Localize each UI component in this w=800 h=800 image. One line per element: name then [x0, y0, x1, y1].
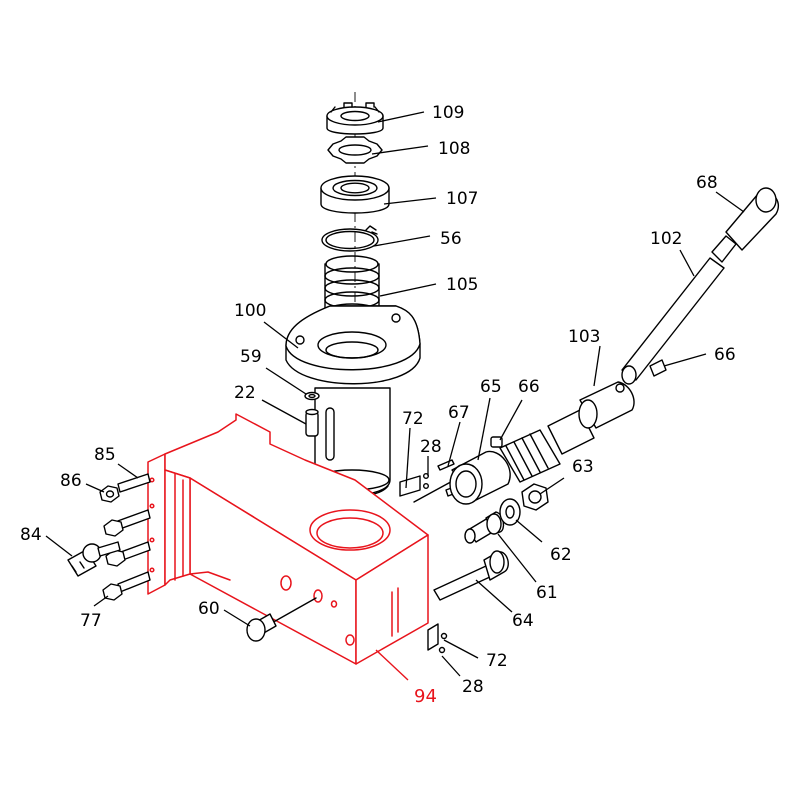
- part-72-plate-lower[interactable]: [427, 623, 439, 651]
- label-77: 77: [80, 611, 102, 631]
- label-28-upper: 28: [420, 437, 442, 457]
- part-85-screw[interactable]: [117, 473, 151, 493]
- leader-lines: [45, 111, 745, 681]
- part-77-screw[interactable]: [102, 571, 151, 601]
- label-60: 60: [198, 599, 220, 619]
- part-72-plate-upper[interactable]: [399, 475, 421, 497]
- label-66-handle: 66: [714, 345, 736, 365]
- part-63-nut[interactable]: [521, 483, 549, 511]
- part-68-knob[interactable]: [725, 187, 779, 251]
- label-102: 102: [650, 229, 682, 249]
- label-100: 100: [234, 301, 266, 321]
- part-66-screw-handle[interactable]: [649, 359, 667, 377]
- label-94: 94: [414, 686, 437, 707]
- part-102-handle-rod[interactable]: [621, 235, 737, 385]
- label-63: 63: [572, 457, 594, 477]
- part-59-washer[interactable]: [304, 391, 320, 401]
- label-28-lower: 28: [462, 677, 484, 697]
- label-85: 85: [94, 445, 116, 465]
- label-66-gear: 66: [518, 377, 540, 397]
- label-72-lower: 72: [486, 651, 508, 671]
- label-59: 59: [240, 347, 262, 367]
- part-109-lock-nut[interactable]: [326, 102, 384, 135]
- label-105: 105: [446, 275, 478, 295]
- label-72-upper: 72: [402, 409, 424, 429]
- part-64-long-bolt[interactable]: [433, 550, 509, 601]
- part-65-gear-collar[interactable]: [449, 450, 511, 505]
- part-61-pin[interactable]: [464, 511, 505, 544]
- label-64: 64: [512, 611, 534, 631]
- part-66-screw-gear[interactable]: [490, 436, 503, 448]
- label-65: 65: [480, 377, 502, 397]
- label-109: 109: [432, 103, 464, 123]
- part-22-bolt[interactable]: [305, 408, 319, 437]
- label-61: 61: [536, 583, 558, 603]
- label-56: 56: [440, 229, 462, 249]
- fitting-screw-upper[interactable]: [103, 509, 151, 537]
- fitting-screw-middle[interactable]: [105, 541, 151, 567]
- label-67: 67: [448, 403, 470, 423]
- part-94-main-body[interactable]: [147, 413, 429, 665]
- label-62: 62: [550, 545, 572, 565]
- label-108: 108: [438, 139, 470, 159]
- label-103: 103: [568, 327, 600, 347]
- part-84-grease-fitting[interactable]: [67, 541, 121, 577]
- part-62-washer[interactable]: [499, 498, 521, 526]
- part-28-rivets-lower[interactable]: [438, 632, 448, 654]
- label-68: 68: [696, 173, 718, 193]
- part-103-shaft[interactable]: [499, 381, 635, 483]
- label-22: 22: [234, 383, 256, 403]
- label-107: 107: [446, 189, 478, 209]
- part-107-bearing[interactable]: [320, 175, 390, 214]
- part-60-knob-screw[interactable]: [246, 597, 317, 642]
- part-108-tab-washer[interactable]: [327, 136, 383, 164]
- callout-labels: 109 108 107 56 105 100 59 22 68 102 103 …: [20, 103, 736, 707]
- label-84: 84: [20, 525, 42, 545]
- label-86: 86: [60, 471, 82, 491]
- part-56-retaining-ring[interactable]: [321, 225, 379, 252]
- part-86-nut[interactable]: [99, 485, 120, 503]
